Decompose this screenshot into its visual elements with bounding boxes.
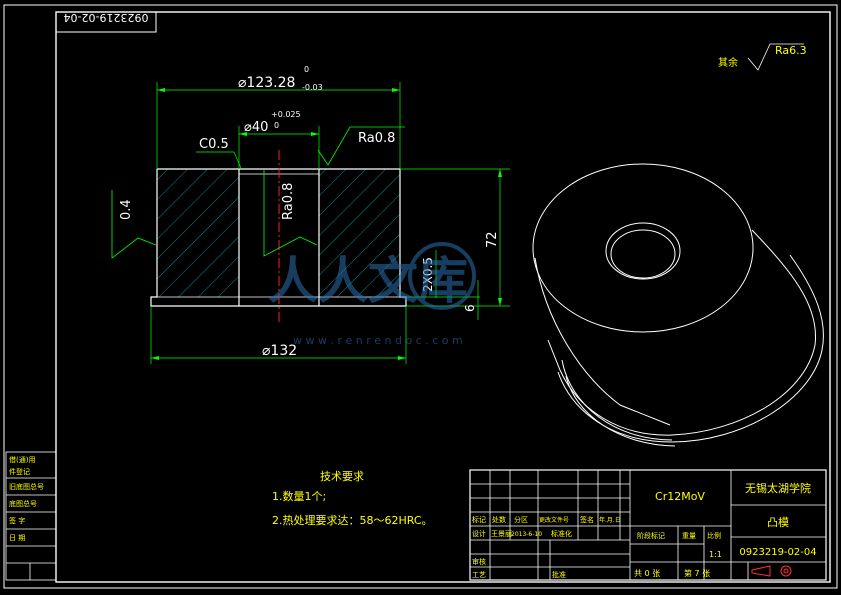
side-row-1: 件登记 [9, 467, 30, 476]
technical-notes: 技术要求 1.数量1个; 2.热处理要求达：58～62HRC。 [272, 470, 433, 527]
tb-scale-label: 比例 [707, 531, 721, 540]
tb-header-1: 处数 [492, 515, 506, 524]
tb-sheet-total: 共 0 张 [634, 569, 660, 578]
tb-school: 无锡太湖学院 [745, 481, 811, 495]
tb-sheet-no: 第 7 张 [684, 568, 710, 578]
dim-outer-top-tol-low: -0.03 [302, 83, 323, 92]
watermark: 人人文库 w w w . r e n r e n d o c . c o m [268, 242, 476, 347]
hatch-left [157, 169, 239, 297]
roughness-side: 0.4 [111, 190, 157, 259]
tb-header-0: 标记 [472, 515, 486, 524]
side-row-4: 签 字 [9, 516, 25, 525]
dim-height: 72 [400, 168, 510, 307]
notes-item-2: 2.热处理要求达：58～62HRC。 [272, 514, 433, 527]
dim-height-text: 72 [485, 231, 500, 248]
tb-stage-label: 阶段标记 [637, 531, 665, 540]
roughness-rest-value: Ra6.3 [775, 44, 807, 57]
dim-outer-bottom: ⌀132 [150, 306, 407, 364]
tb-header-4: 签名 [580, 515, 594, 524]
notes-item-1: 1.数量1个; [272, 490, 326, 503]
dim-bore-tol-up: +0.025 [271, 110, 301, 119]
inner-border [55, 11, 831, 583]
tb-material: Cr12MoV [655, 490, 705, 503]
roughness-rest-label: 其余 [718, 56, 738, 69]
dim-bore-text: ⌀40 [244, 120, 268, 135]
tb-header-3: 更改文件号 [539, 516, 569, 524]
dim-outer-bottom-text: ⌀132 [262, 343, 297, 359]
projection-circle-icon [780, 565, 792, 577]
side-value-text: 0.4 [119, 199, 134, 220]
title-block-text: 标记 处数 分区 更改文件号 签名 年.月.日 设计 王景丽 2013-6-10… [472, 481, 817, 579]
tb-header-2: 分区 [514, 515, 528, 524]
side-row-3: 底图总号 [9, 499, 37, 508]
side-row-0: 借(通)用 [9, 455, 35, 464]
tb-date: 2013-6-10 [511, 531, 542, 538]
tb-design-label: 设计 [472, 529, 486, 538]
projection-cone-icon [751, 565, 771, 577]
tb-approve: 批准 [552, 570, 566, 579]
tb-review: 审核 [472, 557, 486, 566]
side-row-2: 旧底图总号 [9, 482, 44, 491]
notes-title: 技术要求 [320, 470, 364, 483]
tb-drawing-no: 0923219-02-04 [739, 547, 816, 558]
outer-border [3, 4, 838, 589]
watermark-url: w w w . r e n r e n d o c . c o m [293, 334, 463, 347]
hatch-right [319, 169, 400, 297]
tb-designer: 王景丽 [491, 530, 512, 538]
side-row-5: 日 期 [9, 534, 25, 542]
code-box [55, 11, 157, 33]
bore-opening [610, 229, 676, 279]
dim-bore-tol-low: 0 [274, 121, 279, 130]
tb-part-name: 凸模 [767, 516, 789, 529]
tb-scale: 1:1 [709, 550, 722, 559]
section-view [150, 150, 407, 325]
dim-chamfer-step: 2X0.5 [421, 250, 437, 298]
roughness-bore: Ra0.8 [263, 170, 318, 257]
roughness-bore-text: Ra0.8 [281, 183, 296, 220]
roughness-symbol-rest [747, 43, 804, 71]
side-table [5, 451, 57, 581]
dim-outer-top: ⌀123.28 0 -0.03 [156, 65, 401, 169]
dim-chamfer-step-text: 2X0.5 [421, 257, 435, 292]
dim-bore: ⌀40 +0.025 0 [238, 110, 320, 169]
chamfer-text: C0.5 [199, 137, 229, 152]
watermark-text: 人人文库 [268, 252, 468, 310]
dim-outer-top-text: ⌀123.28 [238, 75, 295, 91]
side-table-text: 借(通)用 件登记 旧底图总号 底图总号 签 字 日 期 [9, 455, 44, 542]
tb-standardization: 标准化 [551, 529, 572, 538]
roughness-top: Ra0.8 [317, 126, 405, 166]
chamfer-callout: C0.5 [196, 137, 242, 169]
mirrored-drawing-code: 0923219-02-04 [64, 11, 149, 24]
dim-outer-top-tol-up: 0 [304, 65, 309, 74]
dim-step-text: 6 [463, 304, 477, 312]
tb-header-5: 年.月.日 [599, 516, 621, 524]
roughness-top-text: Ra0.8 [358, 131, 395, 146]
iso-view [532, 163, 824, 447]
title-block [469, 469, 827, 581]
tb-process: 工艺 [472, 571, 486, 579]
top-face-outline [532, 163, 754, 333]
tb-weight-label: 重量 [682, 532, 696, 540]
